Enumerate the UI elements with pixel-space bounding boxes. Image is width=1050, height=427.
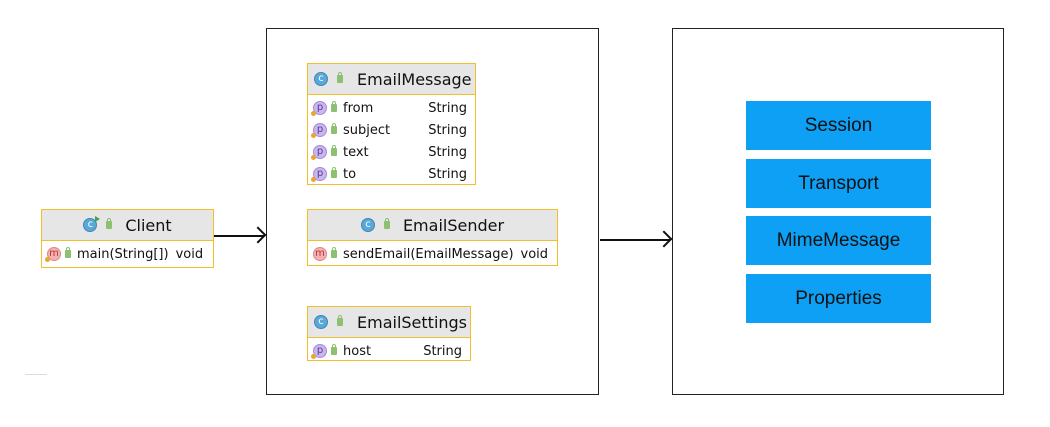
class-client[interactable]: c Client m main(String[]) void [41, 209, 214, 268]
dependency-arrow-email-to-library [600, 239, 670, 241]
public-lock-icon [106, 218, 113, 229]
library-box-session[interactable]: Session [746, 101, 931, 150]
class-icon: c [314, 315, 328, 329]
field-row[interactable]: p to String [308, 163, 475, 185]
field-icon: p [311, 123, 327, 138]
class-email-sender-title: EmailSender [402, 215, 505, 235]
field-name: text [343, 144, 369, 160]
method-row[interactable]: m main(String[]) void [42, 243, 213, 265]
public-lock-icon [331, 167, 337, 178]
field-row[interactable]: p text String [308, 141, 475, 163]
class-client-header: c Client [42, 210, 213, 241]
library-box-transport[interactable]: Transport [746, 159, 931, 208]
class-client-title: Client [125, 215, 172, 235]
class-email-sender-header: c EmailSender [308, 210, 557, 241]
field-type: String [428, 122, 467, 138]
method-name: main(String[]) [77, 246, 169, 262]
class-icon: c [360, 218, 375, 232]
public-lock-icon [331, 101, 337, 112]
method-type: void [520, 246, 549, 262]
library-box-mimemessage[interactable]: MimeMessage [746, 216, 931, 265]
public-lock-icon [337, 72, 343, 83]
class-email-message[interactable]: c EmailMessage p from String p subject S… [307, 63, 476, 185]
public-lock-icon [331, 247, 337, 258]
class-email-settings[interactable]: c EmailSettings p host String [307, 306, 471, 361]
field-row[interactable]: p from String [308, 97, 475, 119]
field-name: from [343, 100, 374, 116]
class-email-settings-header: c EmailSettings [308, 307, 470, 338]
field-type: String [423, 343, 462, 359]
class-email-message-header: c EmailMessage [308, 64, 475, 95]
field-row[interactable]: p subject String [308, 119, 475, 141]
method-icon: m [45, 247, 61, 262]
dependency-arrow-client-to-email [214, 235, 264, 237]
library-box-properties[interactable]: Properties [746, 274, 931, 323]
field-type: String [428, 166, 467, 182]
field-type: String [428, 100, 467, 116]
divider [25, 374, 47, 375]
method-row[interactable]: m sendEmail(EmailMessage) void [308, 243, 557, 265]
field-icon: p [311, 167, 327, 182]
module-frame-library [672, 28, 1004, 395]
public-lock-icon [331, 145, 337, 156]
public-lock-icon [337, 315, 343, 326]
field-type: String [428, 144, 467, 160]
field-name: subject [343, 122, 391, 138]
method-name: sendEmail(EmailMessage) [343, 246, 514, 262]
field-name: host [343, 343, 372, 359]
field-icon: p [311, 344, 327, 359]
public-lock-icon [65, 247, 71, 258]
public-lock-icon [383, 218, 390, 229]
field-icon: p [311, 145, 327, 160]
field-name: to [343, 166, 357, 182]
class-icon: c [314, 72, 328, 86]
class-email-sender[interactable]: c EmailSender m sendEmail(EmailMessage) … [307, 209, 558, 266]
method-type: void [175, 246, 204, 262]
field-row[interactable]: p host String [308, 340, 470, 362]
field-icon: p [311, 101, 327, 116]
public-lock-icon [331, 123, 337, 134]
method-icon: m [313, 247, 327, 261]
class-email-settings-title: EmailSettings [357, 312, 468, 332]
public-lock-icon [331, 344, 337, 355]
class-email-message-title: EmailMessage [357, 69, 472, 89]
class-icon: c [83, 216, 101, 232]
